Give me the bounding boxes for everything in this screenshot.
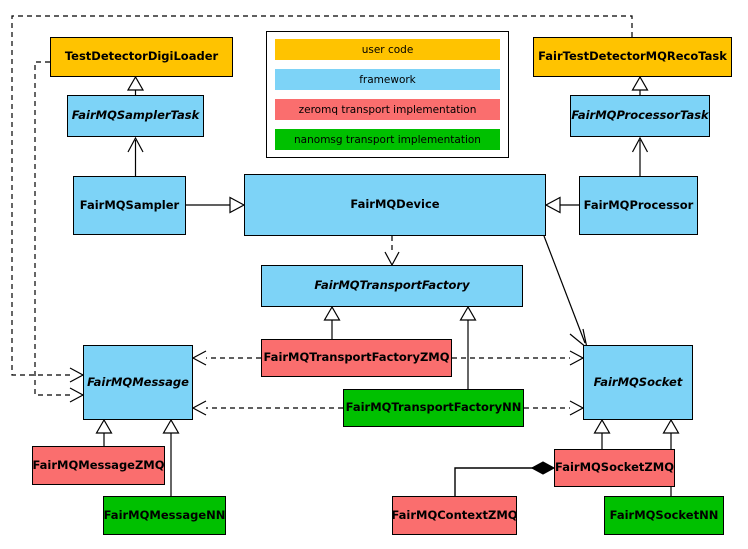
edge-device-to-factory [384,236,400,267]
edge-factorynn-to-socket [524,400,585,416]
edge-messagezmq-to-message [95,418,113,446]
edge-factorynn-to-factory [459,305,477,389]
edge-processor-to-processortask [631,136,649,176]
class-box-fair-mq-sampler[interactable]: FairMQSampler [73,176,186,235]
legend-item-nanomsg-transport: nanomsg transport implementation [275,129,500,150]
legend-panel: user code framework zeromq transport imp… [266,31,509,158]
edge-processor-to-device [544,196,579,214]
class-label: FairMQDevice [350,197,440,212]
class-label: FairMQMessageZMQ [32,457,165,472]
legend-label: user code [361,43,414,56]
class-label: FairMQTransportFactoryZMQ [263,350,450,365]
class-label: FairMQProcessor [583,197,694,212]
class-label: FairMQSampler [79,197,180,212]
class-box-fair-mq-message-zmq[interactable]: FairMQMessageZMQ [32,446,165,485]
class-label: FairMQSocket [593,374,683,389]
legend-label: framework [359,73,416,86]
class-label: FairTestDetectorMQRecoTask [538,49,727,64]
class-box-fair-mq-message[interactable]: FairMQMessage [83,345,193,420]
edge-processortask-to-recotask [631,75,649,95]
edge-factoryzmq-to-factory [323,305,341,339]
class-box-fair-mq-transport-factory[interactable]: FairMQTransportFactory [261,265,523,307]
class-label: FairMQMessage [87,374,189,389]
class-label: FairMQSamplerTask [71,108,200,123]
class-box-fair-mq-processor[interactable]: FairMQProcessor [579,176,698,235]
edge-sampler-to-samplertask [127,136,144,176]
edge-device-to-socket [543,235,588,350]
edge-socketzmq-to-socket [593,418,611,449]
class-box-fair-mq-message-nn[interactable]: FairMQMessageNN [103,496,226,535]
legend-item-framework: framework [275,69,500,90]
class-box-fair-mq-processor-task[interactable]: FairMQProcessorTask [570,95,710,137]
edge-samplertask-to-digiloader [126,75,145,95]
class-box-test-detector-digi-loader[interactable]: TestDetectorDigiLoader [50,37,233,77]
class-box-fair-mq-socket-nn[interactable]: FairMQSocketNN [604,496,724,535]
class-label: FairMQTransportFactory [314,278,470,293]
class-label: FairMQSocketZMQ [555,460,674,475]
class-label: FairMQTransportFactoryNN [345,400,522,415]
class-box-fair-mq-transport-factory-nn[interactable]: FairMQTransportFactoryNN [343,389,524,427]
edge-factoryzmq-to-message [191,350,261,366]
class-label: FairMQProcessorTask [571,108,709,123]
edge-sampler-to-device [186,196,246,214]
legend-item-user-code: user code [275,39,500,60]
class-box-fair-mq-socket[interactable]: FairMQSocket [583,345,693,420]
edge-contextzmq-to-socketzmq [454,461,556,496]
legend-label: nanomsg transport implementation [294,133,481,146]
class-label: FairMQContextZMQ [391,507,518,522]
legend-item-zeromq-transport: zeromq transport implementation [275,99,500,120]
class-box-fair-mq-context-zmq[interactable]: FairMQContextZMQ [391,496,518,535]
class-label: TestDetectorDigiLoader [64,49,219,64]
edge-factoryzmq-to-socket [452,350,585,366]
class-box-fair-mq-transport-factory-zmq[interactable]: FairMQTransportFactoryZMQ [261,339,452,377]
class-box-fair-test-detector-mq-reco-task[interactable]: FairTestDetectorMQRecoTask [533,37,732,77]
edge-factorynn-to-message [191,400,343,416]
class-label: FairMQSocketNN [609,507,719,522]
edge-messagenn-to-message [162,418,180,496]
class-box-fair-mq-sampler-task[interactable]: FairMQSamplerTask [67,95,204,137]
legend-label: zeromq transport implementation [298,103,477,116]
class-box-fair-mq-device[interactable]: FairMQDevice [244,174,546,236]
class-label: FairMQMessageNN [103,507,226,522]
class-box-fair-mq-socket-zmq[interactable]: FairMQSocketZMQ [554,449,675,487]
